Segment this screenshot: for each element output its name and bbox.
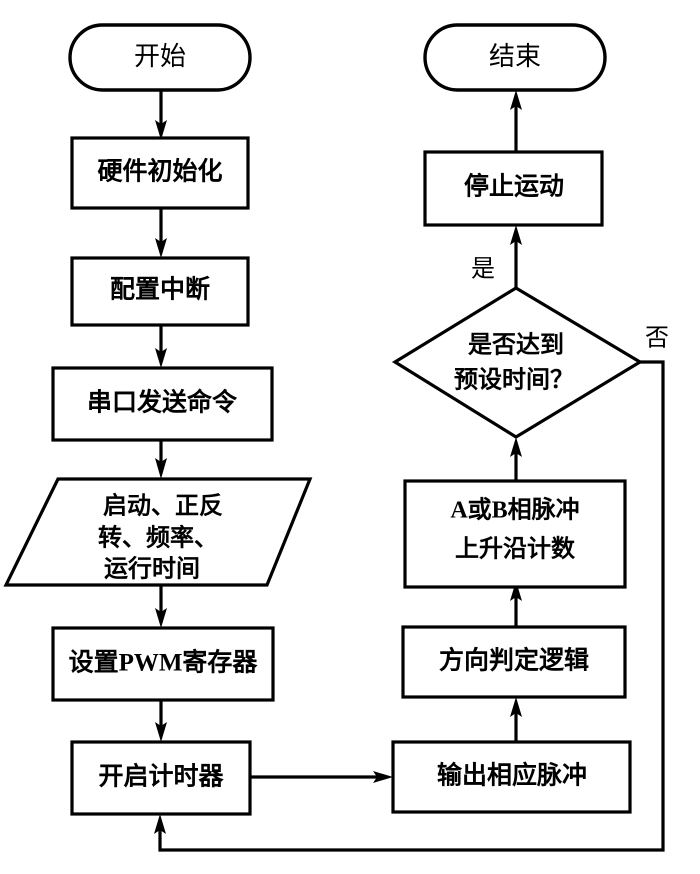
params-io-label-line1: 启动、正反: [103, 492, 223, 520]
node-hw-init[interactable]: 硬件初始化: [70, 136, 250, 210]
output-pulse-shape: [391, 740, 632, 814]
node-edge-count[interactable]: A或B相脉冲 上升沿计数: [403, 479, 627, 589]
params-io-label-line2: 转、频率、: [98, 524, 218, 552]
edge-hw-init-to-config-interrupt: [155, 208, 167, 258]
edge-count-label-line2: 上升沿计数: [455, 536, 576, 563]
decision-shape: [391, 286, 644, 439]
edge-label-layer: 是 否: [471, 257, 669, 352]
edge-start-timer-to-output-pulse: [250, 771, 393, 783]
hw-init-label: 硬件初始化: [97, 158, 222, 186]
node-config-interrupt[interactable]: 配置中断: [70, 256, 250, 327]
node-set-pwm[interactable]: 设置PWM寄存器: [51, 626, 275, 702]
stop-motion-label: 停止运动: [464, 172, 564, 201]
decision-label-line1: 是否达到: [468, 332, 564, 359]
params-io-label-line3: 运行时间: [104, 555, 200, 583]
start-label: 开始: [134, 42, 186, 71]
edge-set-pwm-to-start-timer: [155, 700, 167, 742]
config-interrupt-label: 配置中断: [110, 275, 210, 304]
start-timer-label: 开启计时器: [98, 762, 224, 791]
decision-label-line2: 预设时间？: [454, 367, 574, 394]
node-end[interactable]: 结束: [423, 23, 607, 92]
edge-decision-to-stop-motion: [510, 225, 522, 288]
edge-edge-count-to-decision: [510, 437, 522, 481]
node-start[interactable]: 开始: [68, 23, 252, 92]
output-pulse-label: 输出相应脉冲: [437, 761, 587, 790]
edge-label-yes: 是: [471, 257, 495, 283]
node-output-pulse[interactable]: 输出相应脉冲: [391, 740, 632, 814]
edge-count-label-line1: A或B相脉冲: [450, 497, 579, 524]
end-label: 结束: [489, 42, 541, 71]
node-serial-send[interactable]: 串口发送命令: [51, 366, 274, 442]
edge-start-to-hw-init: [155, 90, 167, 140]
edge-serial-send-to-params-io: [155, 440, 167, 479]
node-start-timer[interactable]: 开启计时器: [70, 740, 252, 816]
params-io-shape: [3, 477, 313, 587]
serial-send-label: 串口发送命令: [87, 388, 238, 417]
direction-logic-label: 方向判定逻辑: [439, 646, 589, 675]
edge-stop-motion-to-end: [510, 90, 522, 152]
edge-label-no: 否: [645, 326, 669, 352]
stop-motion-shape: [423, 150, 604, 227]
edge-direction-logic-to-edge-count: [510, 581, 522, 627]
edge-params-io-to-set-pwm: [155, 585, 167, 628]
set-pwm-shape: [51, 626, 275, 702]
hw-init-shape: [70, 136, 250, 210]
config-interrupt-shape: [70, 256, 250, 327]
start-timer-shape: [70, 740, 252, 816]
set-pwm-label: 设置PWM寄存器: [69, 648, 259, 677]
node-params-io[interactable]: 启动、正反 转、频率、 运行时间: [3, 477, 313, 587]
start-terminator-shape: [68, 23, 252, 92]
edge-output-pulse-to-direction-logic: [510, 697, 522, 742]
direction-logic-shape: [401, 625, 627, 699]
node-time-reached-decision[interactable]: 是否达到 预设时间？: [391, 286, 644, 439]
connector-layer: [154, 90, 665, 852]
node-stop-motion[interactable]: 停止运动: [423, 150, 604, 227]
edge-config-interrupt-to-serial-send: [155, 325, 167, 368]
node-direction-logic[interactable]: 方向判定逻辑: [401, 625, 627, 699]
edge-decision-loop-back: [154, 360, 665, 852]
serial-send-shape: [51, 366, 274, 442]
edge-count-shape: [403, 479, 627, 589]
end-terminator-shape: [423, 23, 607, 92]
